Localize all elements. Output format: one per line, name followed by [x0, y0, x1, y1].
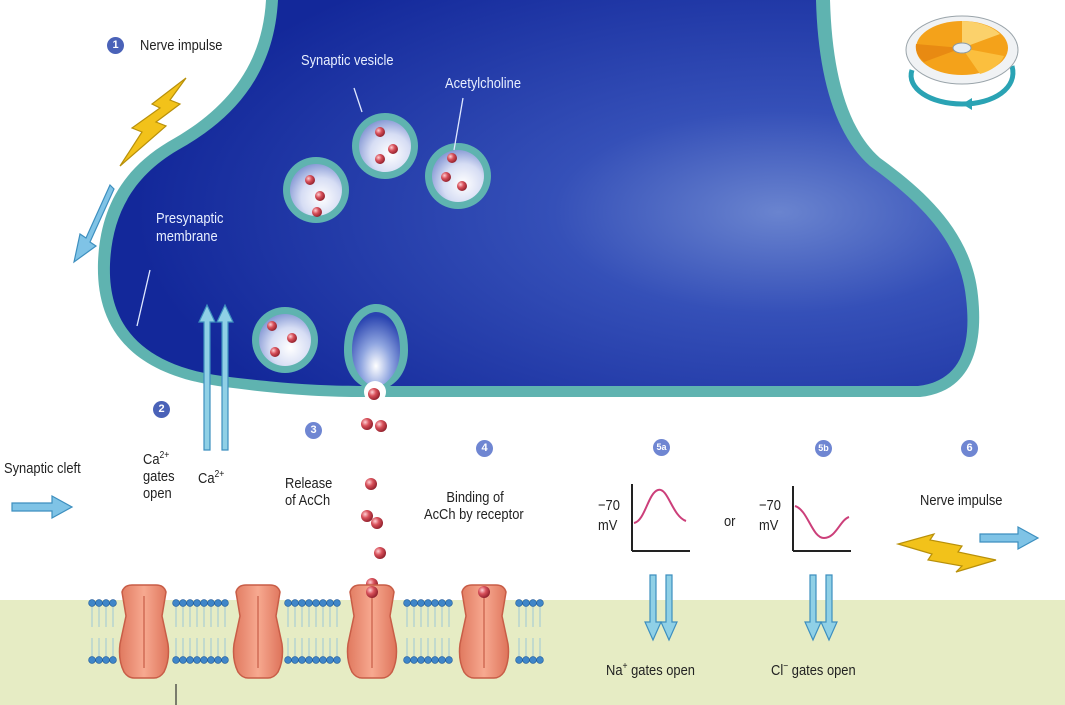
step-5a-badge: 5a: [653, 439, 670, 456]
nerve-impulse-right-label: Nerve impulse: [920, 492, 1002, 509]
release-line2: of AcCh: [285, 492, 332, 509]
release-acch-label: Release of AcCh: [285, 475, 332, 509]
synaptic-cleft-label: Synaptic cleft: [4, 460, 81, 477]
hyperpolarization-curve: [795, 506, 849, 538]
binding-line1: Binding of: [424, 489, 524, 506]
calcium-ion-charge: 2+: [215, 469, 225, 480]
vesicle-2: [352, 113, 418, 179]
vesicle-1: [283, 157, 349, 223]
graph-5b: [793, 486, 851, 551]
calcium-gates-line2: gates: [143, 468, 175, 485]
step-3-badge: 3: [305, 422, 322, 439]
synaptic-vesicle-label: Synaptic vesicle: [301, 52, 394, 70]
release-line1: Release: [285, 475, 332, 492]
calcium-gates-line3: open: [143, 485, 175, 502]
vesicle-docking: [252, 307, 318, 373]
na-ion-text: Na: [606, 662, 623, 679]
calcium-ion-label: Ca2+: [198, 470, 224, 487]
presynaptic-label-line1: Presynaptic: [156, 210, 223, 228]
presynaptic-label-line2: membrane: [156, 228, 223, 246]
cl-ion-text: Cl: [771, 662, 783, 679]
step-5b-badge: 5b: [815, 440, 832, 457]
calcium-gates-label: Ca2+ gates open: [143, 451, 175, 502]
step-2-badge: 2: [153, 401, 170, 418]
graph-5b-unit: mV: [759, 517, 781, 534]
binding-line2: AcCh by receptor: [424, 506, 524, 523]
calcium-gates-ion: Ca: [143, 451, 160, 468]
presynaptic-terminal: [110, 0, 968, 386]
vesicle-3: [425, 143, 491, 209]
step-4-badge: 4: [476, 440, 493, 457]
binding-label: Binding of AcCh by receptor: [424, 489, 524, 523]
depolarization-curve: [634, 490, 686, 523]
calcium-ion-text: Ca: [198, 470, 215, 487]
synaptic-cleft-arrow: [12, 496, 72, 518]
presynaptic-membrane-label: Presynaptic membrane: [156, 210, 223, 246]
graph-5a: [632, 484, 690, 551]
graph-5a-value: −70: [598, 497, 620, 514]
na-gates-open-label: Na+ gates open: [606, 662, 695, 679]
graph-5a-axis-label: −70 mV: [598, 497, 620, 534]
acetylcholine-label: Acetylcholine: [445, 75, 521, 93]
cl-gates-text: gates open: [788, 662, 855, 679]
disc-logo-icon: [906, 16, 1018, 110]
step-1-badge: 1: [107, 37, 124, 54]
or-label: or: [724, 513, 735, 530]
nerve-impulse-right-arrow: [980, 527, 1038, 549]
nerve-impulse-top-label: Nerve impulse: [140, 37, 222, 54]
step-6-badge: 6: [961, 440, 978, 457]
graph-5b-value: −70: [759, 497, 781, 514]
na-gates-text: gates open: [628, 662, 695, 679]
graph-5b-axis-label: −70 mV: [759, 497, 781, 534]
graph-5a-unit: mV: [598, 517, 620, 534]
released-acetylcholine: [361, 388, 387, 590]
cl-gates-open-label: Cl− gates open: [771, 662, 856, 679]
calcium-gates-line1: Ca2+: [143, 451, 175, 468]
calcium-gates-charge: 2+: [160, 450, 170, 461]
